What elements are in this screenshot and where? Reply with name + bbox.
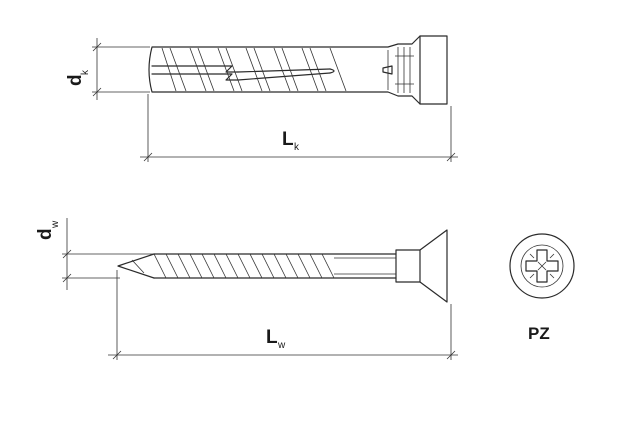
lk-dimension: L k (140, 94, 458, 162)
lw-subscript: w (277, 340, 286, 351)
lk-label: L (282, 129, 294, 150)
dk-dimension: d k (65, 38, 150, 100)
drive-type-label: PZ (528, 324, 550, 343)
lk-subscript: k (294, 142, 300, 153)
dk-label: d (65, 74, 86, 86)
screw-drawing (117, 229, 448, 303)
pozidriv-head-icon (509, 233, 575, 299)
anchor-sleeve-drawing (148, 35, 448, 105)
lw-dimension: L w (108, 270, 458, 360)
dw-subscript: w (50, 220, 61, 229)
dw-label: d (35, 228, 56, 240)
dk-subscript: k (80, 69, 91, 75)
lw-label: L (266, 327, 278, 348)
dw-dimension: d w (35, 218, 154, 290)
